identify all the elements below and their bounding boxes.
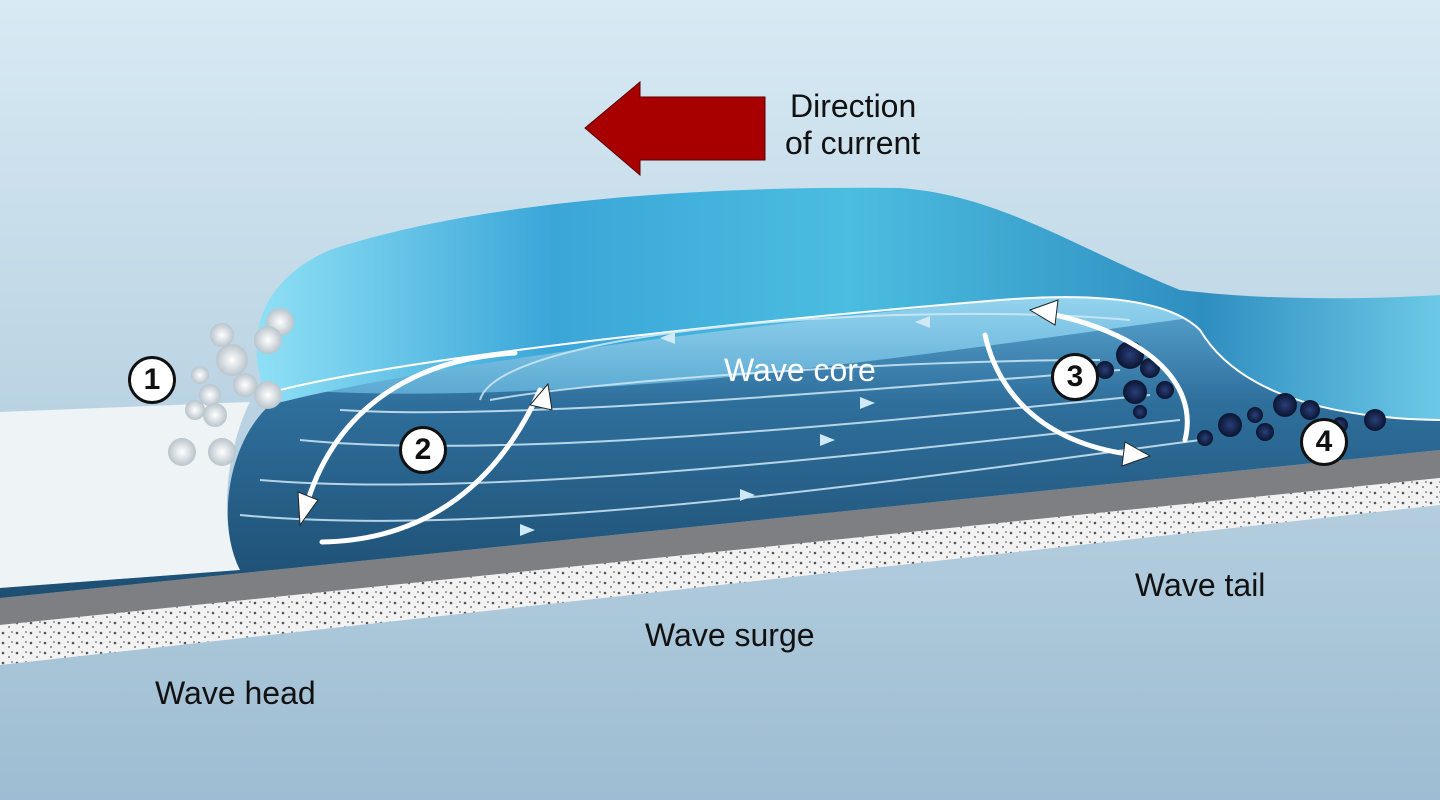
process-arrowheads [297, 299, 1152, 527]
water-top-surface [256, 187, 1440, 420]
flow-lines [239, 312, 1201, 522]
marker-2: 2 [399, 426, 447, 474]
wave-core-label: Wave core [724, 352, 876, 388]
wave-head-foam [0, 402, 250, 588]
ground-gravel-layer [0, 478, 1440, 665]
wave-tail-label: Wave tail [1135, 567, 1266, 603]
process-arrows [302, 309, 1190, 545]
marker-3: 3 [1051, 353, 1099, 401]
marker-4: 4 [1300, 418, 1348, 466]
flow-arrowheads [520, 316, 930, 536]
wave-head-label: Wave head [155, 675, 316, 711]
marker-1: 1 [128, 356, 176, 404]
foam-bubbles [168, 308, 294, 466]
direction-arrow-icon [584, 80, 766, 177]
direction-label-line2: of current [785, 125, 921, 161]
direction-label-line1: Direction [790, 88, 917, 124]
ground-gray-layer [0, 450, 1440, 625]
wave-surge-label: Wave surge [645, 617, 815, 653]
